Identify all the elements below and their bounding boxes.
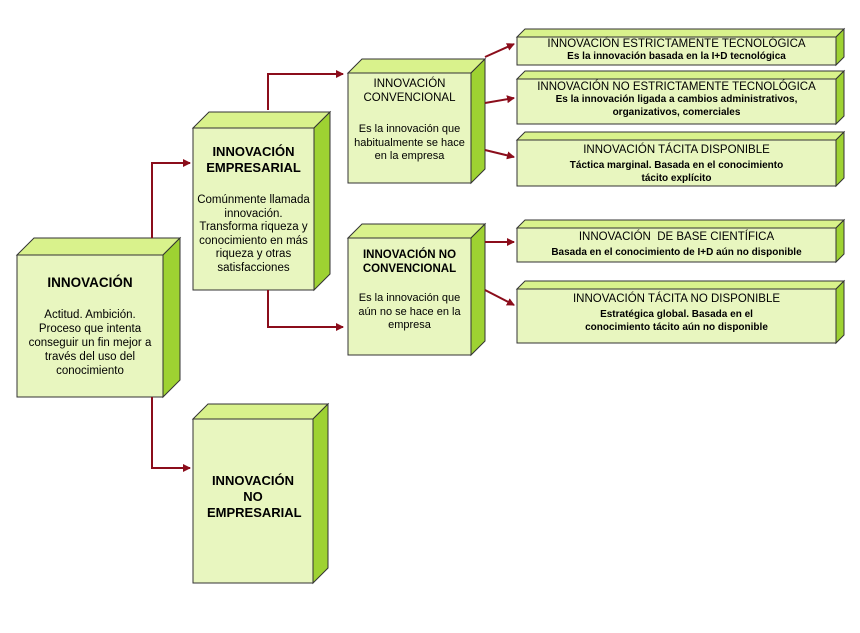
box-front-tacita [516, 139, 837, 187]
box-top-tacita [515, 131, 846, 141]
connector-no-convencional-tacita-no-disponible [484, 289, 515, 306]
box-top-convencional [346, 58, 487, 74]
box-front-convencional [347, 72, 472, 184]
box-top-base-cientifica [515, 219, 846, 229]
connector-empresarial-convencional [267, 70, 344, 110]
node-tacita-title: INNOVACIÓN TÁCITA DISPONIBLE [583, 144, 770, 156]
box-side-tacita-no [835, 279, 845, 345]
node-innovacion-title: INNOVACIÓN [47, 275, 133, 290]
node-tacita-no-title: INNOVACIÓN TÁCITA NO DISPONIBLE [572, 293, 781, 305]
connector-empresarial-no-convencional [267, 290, 344, 331]
node-convencional-title: INNOVACIÓN CONVENCIONAL [363, 78, 456, 104]
node-estrictamente-tecnologica: INNOVACIÓN ESTRICTAMENTE TECNOLÓGICA Es … [517, 37, 836, 65]
box-side-no-empresarial [312, 402, 329, 585]
node-no-empresarial-title: INNOVACIÓN NO EMPRESARIAL [207, 473, 302, 520]
box-top-empresarial [191, 111, 332, 129]
node-tacita-no-text: Estratégica global. Basada en el conocim… [585, 309, 768, 333]
node-base-cientifica-text: Basada en el conocimiento de I+D aún no … [551, 247, 802, 258]
box-front-empresarial [192, 127, 315, 291]
node-innovacion-text: Actitud. Ambición. Proceso que intenta c… [28, 309, 152, 377]
node-no-estrictamente-tecnologica: INNOVACIÓN NO ESTRICTAMENTE TECNOLÓGICA … [517, 79, 836, 124]
node-innovacion: INNOVACIÓN Actitud. Ambición. Proceso qu… [17, 255, 163, 397]
node-no-convencional-text: Es la innovación que aún no se hace en l… [358, 292, 461, 331]
box-front-no-convencional [347, 237, 472, 356]
box-top-no-estrictamente [515, 70, 846, 80]
box-front-estrictamente [516, 36, 837, 66]
box-side-no-estrictamente [835, 69, 845, 126]
connector-convencional-tacita [484, 149, 515, 160]
box-side-innovacion [162, 236, 181, 399]
box-front-base-cientifica [516, 227, 837, 263]
box-front-no-estrictamente [516, 78, 837, 125]
connector-innovacion-no-empresarial [151, 397, 191, 472]
connector-convencional-estrictamente [484, 43, 515, 58]
box-top-tacita-no [515, 280, 846, 290]
box-front-tacita-no [516, 288, 837, 344]
box-front-no-empresarial [192, 418, 314, 584]
box-side-base-cientifica [835, 218, 845, 264]
node-tacita-text: Táctica marginal. Basada en el conocimie… [569, 160, 784, 184]
node-tacita-no-disponible: INNOVACIÓN TÁCITA NO DISPONIBLE Estratég… [517, 289, 836, 343]
connector-convencional-no-estrictamente [484, 95, 515, 104]
connector-innovacion-empresarial [151, 159, 191, 238]
node-base-cientifica-title: INNOVACIÓN DE BASE CIENTÍFICA [578, 231, 775, 243]
node-no-estrictamente-title: INNOVACIÓN NO ESTRICTAMENTE TECNOLÓGICA [537, 81, 816, 93]
box-top-no-empresarial [191, 403, 330, 420]
box-side-tacita [835, 130, 845, 188]
node-no-convencional: INNOVACIÓN NO CONVENCIONAL Es la innovac… [348, 238, 471, 355]
node-no-estrictamente-text: Es la innovación ligada a cambios admini… [555, 94, 798, 118]
box-side-convencional [470, 57, 486, 185]
box-side-empresarial [313, 110, 331, 292]
box-top-innovacion [15, 237, 182, 256]
node-tacita-disponible: INNOVACIÓN TÁCITA DISPONIBLE Táctica mar… [517, 140, 836, 186]
box-front-innovacion [16, 254, 164, 398]
box-top-estrictamente [515, 28, 846, 38]
node-no-convencional-title: INNOVACIÓN NO CONVENCIONAL [362, 249, 457, 275]
node-no-empresarial: INNOVACIÓN NO EMPRESARIAL [193, 419, 313, 583]
node-base-cientifica: INNOVACIÓN DE BASE CIENTÍFICA Basada en … [517, 228, 836, 262]
node-empresarial: INNOVACIÓN EMPRESARIAL Comúnmente llamad… [193, 128, 314, 290]
box-side-no-convencional [470, 222, 486, 357]
node-convencional-text: Es la innovación que habitualmente se ha… [354, 123, 465, 162]
node-estrictamente-title: INNOVACIÓN ESTRICTAMENTE TECNOLÓGICA [547, 38, 806, 50]
node-convencional: INNOVACIÓN CONVENCIONAL Es la innovación… [348, 73, 471, 183]
node-empresarial-title: INNOVACIÓN EMPRESARIAL [206, 144, 301, 175]
box-top-no-convencional [346, 223, 487, 239]
node-estrictamente-text: Es la innovación basada en la I+D tecnol… [567, 51, 786, 62]
node-empresarial-text: Comúnmente llamada innovación. Transform… [197, 194, 310, 274]
